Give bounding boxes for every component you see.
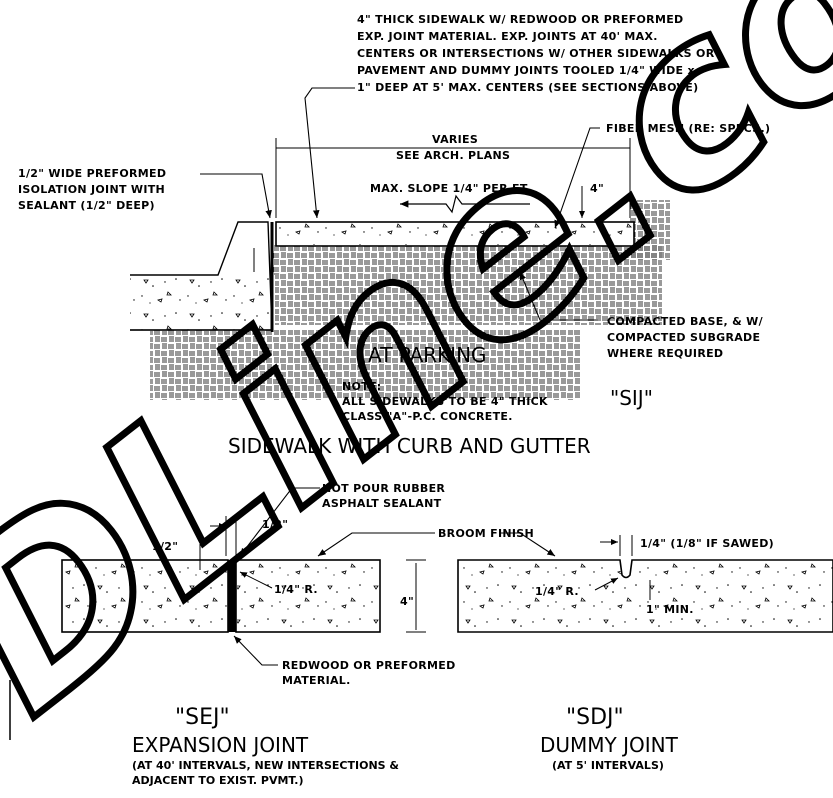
sidewalk-slab-fill bbox=[277, 223, 633, 245]
broom-leader-left bbox=[317, 532, 435, 557]
expansion-joint-title: EXPANSION JOINT bbox=[132, 733, 309, 757]
compacted-line-3: WHERE REQUIRED bbox=[607, 347, 723, 360]
fiber-mesh-label: FIBER MESH (RE: SPECS.) bbox=[606, 122, 770, 135]
watermark-text: DLine.com bbox=[0, 0, 833, 767]
isolation-joint-line-3: SEALANT (1/2" DEEP) bbox=[18, 199, 155, 212]
base-hatch-lower bbox=[150, 330, 580, 400]
isolation-joint-line-1: 1/2" WIDE PREFORMED bbox=[18, 167, 166, 180]
compacted-leader bbox=[519, 271, 598, 321]
sdj-r-label: 1/4" R. bbox=[535, 585, 579, 598]
half-inch-left: 1/2" bbox=[152, 540, 178, 553]
top-note-leader bbox=[304, 87, 355, 219]
sej-labels: HOT POUR RUBBER ASPHALT SEALANT 1/2" 1/2… bbox=[132, 482, 456, 787]
broom-finish-label: BROOM FINISH bbox=[438, 527, 534, 540]
one-min-label: 1" MIN. bbox=[646, 603, 694, 616]
top-note-line-2: EXP. JOINT MATERIAL. EXP. JOINTS AT 40' … bbox=[357, 30, 658, 43]
redwood-line-1: REDWOOD OR PREFORMED bbox=[282, 659, 456, 672]
fiber-mesh-leader bbox=[554, 127, 600, 229]
gutter-concrete-fill bbox=[130, 275, 275, 330]
sej-slab-left-fill bbox=[63, 561, 227, 631]
see-arch-label: SEE ARCH. PLANS bbox=[396, 149, 510, 162]
sej-r-label: 1/4" R. bbox=[274, 583, 318, 596]
thickness-label: 4" bbox=[590, 182, 604, 195]
dummy-sub-label: (AT 5' INTERVALS) bbox=[552, 759, 664, 772]
varies-label: VARIES bbox=[432, 133, 478, 146]
base-hatch-right bbox=[630, 200, 670, 260]
note-line-3: CLASS "A"-P.C. CONCRETE. bbox=[342, 410, 513, 423]
isolation-leader bbox=[200, 173, 272, 219]
slope-arrow bbox=[400, 194, 530, 214]
exp-sub-line-1: (AT 40' INTERVALS, NEW INTERSECTIONS & bbox=[132, 759, 399, 772]
top-note-line-4: PAVEMENT AND DUMMY JOINTS TOOLED 1/4" WI… bbox=[357, 64, 695, 77]
exp-sub-line-2: ADJACENT TO EXIST. PVMT.) bbox=[132, 774, 303, 787]
hot-pour-leader bbox=[239, 487, 320, 557]
sej-slab-right-fill bbox=[237, 561, 379, 631]
top-note-line-5: 1" DEEP AT 5' MAX. CENTERS (SEE SECTIONS… bbox=[357, 81, 698, 94]
sij-section-graphics bbox=[130, 87, 670, 400]
sdj-r-leader bbox=[594, 577, 619, 591]
sej-4in-label: 4" bbox=[400, 595, 414, 608]
base-hatch-upper bbox=[272, 245, 662, 325]
r-leader-sej bbox=[239, 571, 273, 589]
section-title: SIDEWALK WITH CURB AND GUTTER bbox=[228, 434, 591, 458]
redwood-line-2: MATERIAL. bbox=[282, 674, 351, 687]
sdj-labels: BROOM FINISH 1/4" (1/8" IF SAWED) 1/4" R… bbox=[438, 527, 774, 772]
at-parking-label: AT PARKING bbox=[368, 343, 487, 367]
dummy-joint-title: DUMMY JOINT bbox=[540, 733, 679, 757]
quarter-note-label: 1/4" (1/8" IF SAWED) bbox=[640, 537, 774, 550]
sdj-tag: "SDJ" bbox=[566, 705, 624, 730]
watermark: DLine.com bbox=[0, 0, 833, 767]
compacted-line-1: COMPACTED BASE, & W/ bbox=[607, 315, 764, 328]
broom-leader-right bbox=[500, 532, 556, 557]
hot-pour-line-2: ASPHALT SEALANT bbox=[322, 497, 442, 510]
max-slope-label: MAX. SLOPE 1/4" PER FT. bbox=[370, 182, 530, 195]
compacted-line-2: COMPACTED SUBGRADE bbox=[607, 331, 760, 344]
sij-tag: "SIJ" bbox=[610, 386, 653, 410]
sij-labels: 4" THICK SIDEWALK W/ REDWOOD OR PREFORME… bbox=[18, 13, 770, 458]
sdj-slab-fill bbox=[459, 561, 833, 631]
top-note-line-1: 4" THICK SIDEWALK W/ REDWOOD OR PREFORME… bbox=[357, 13, 683, 26]
redwood-leader bbox=[233, 635, 278, 666]
note-line-2: ALL SIDEWALKS TO BE 4" THICK bbox=[342, 395, 548, 408]
half-inch-right: 1/2" bbox=[262, 518, 288, 531]
sej-tag: "SEJ" bbox=[175, 705, 230, 730]
sej-joint-filler bbox=[228, 560, 236, 632]
top-note-line-3: CENTERS OR INTERSECTIONS W/ OTHER SIDEWA… bbox=[357, 47, 715, 60]
hot-pour-line-1: HOT POUR RUBBER bbox=[322, 482, 445, 495]
note-line-1: NOTE: bbox=[342, 380, 381, 393]
sdj-section-graphics bbox=[457, 532, 833, 633]
sej-section-graphics bbox=[61, 487, 435, 666]
isolation-joint-line-2: ISOLATION JOINT WITH bbox=[18, 183, 165, 196]
